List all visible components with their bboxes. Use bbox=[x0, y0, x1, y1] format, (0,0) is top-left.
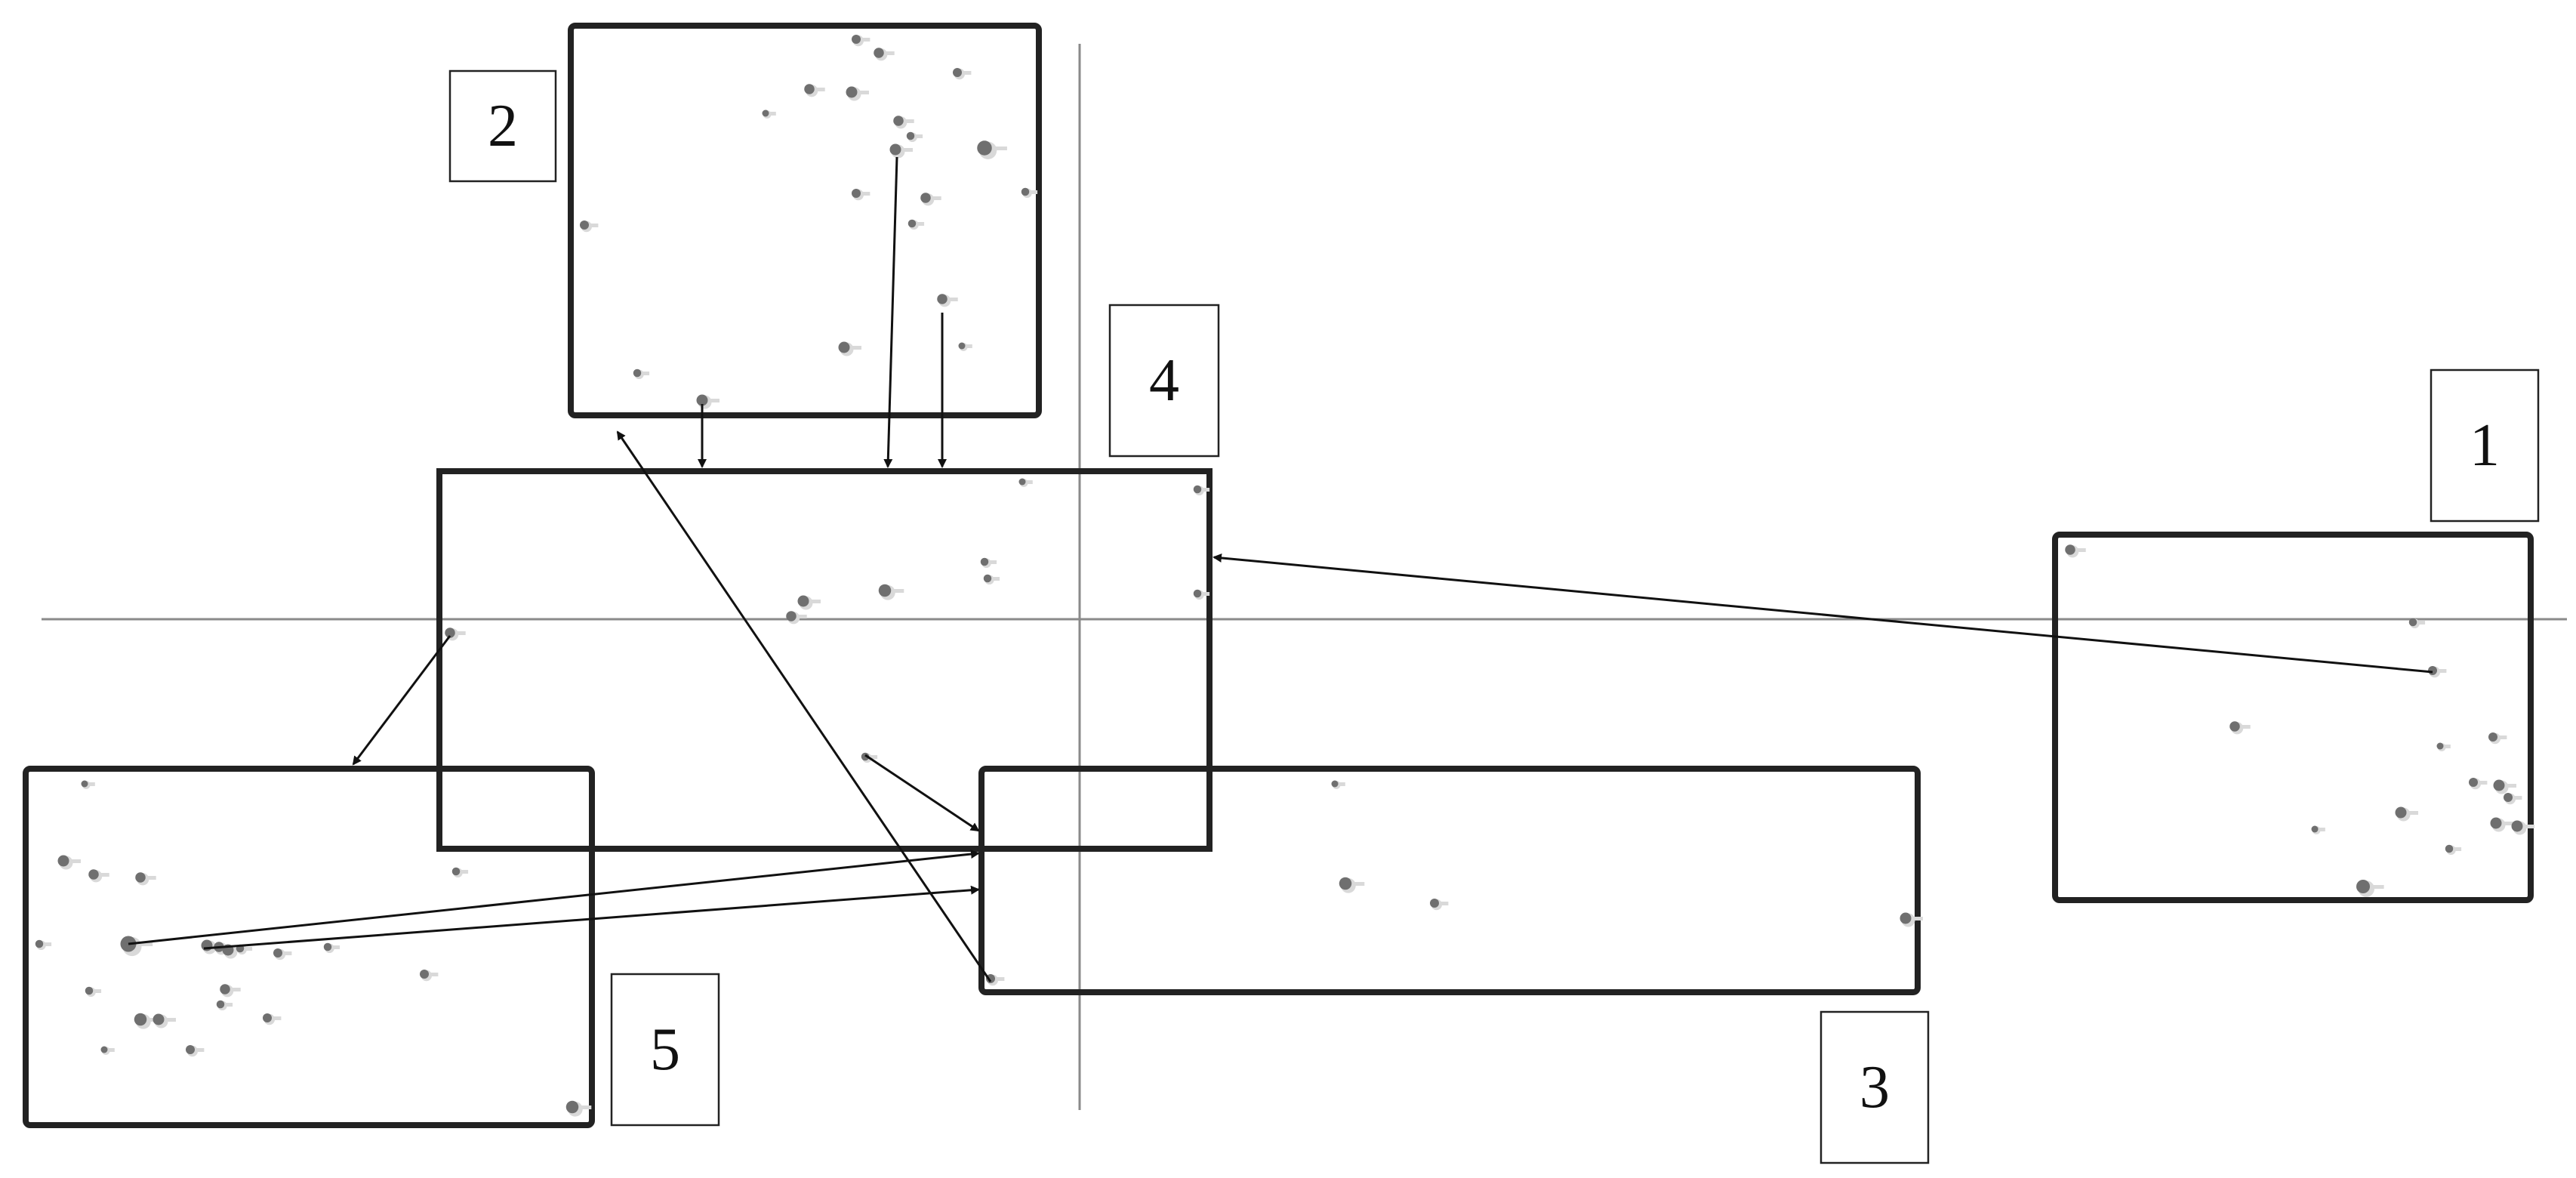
arrow-4-to-3 bbox=[864, 754, 980, 832]
data-point bbox=[797, 595, 821, 610]
cluster-label-5: 5 bbox=[610, 973, 720, 1127]
cluster-label-1-text: 1 bbox=[2470, 412, 2500, 479]
data-point bbox=[216, 1000, 233, 1011]
data-point bbox=[565, 1100, 592, 1117]
data-point bbox=[804, 84, 825, 97]
cluster-label-2: 2 bbox=[448, 69, 557, 183]
data-point bbox=[81, 780, 95, 789]
data-point bbox=[323, 942, 340, 954]
data-point bbox=[762, 109, 776, 119]
data-point bbox=[861, 752, 878, 763]
data-point bbox=[2469, 778, 2488, 790]
data-point bbox=[35, 939, 52, 951]
cluster-box-3 bbox=[978, 766, 1921, 995]
cluster-label-3: 3 bbox=[1820, 1010, 1930, 1164]
data-point bbox=[906, 131, 923, 143]
data-point bbox=[874, 48, 895, 61]
arrow-5-to-3-b bbox=[203, 885, 980, 950]
data-point bbox=[2445, 844, 2462, 856]
cluster-box-2 bbox=[568, 23, 1042, 418]
data-point bbox=[1193, 589, 1210, 600]
data-point bbox=[420, 970, 439, 982]
arrow-3-to-2 bbox=[616, 430, 992, 982]
data-point bbox=[852, 35, 870, 47]
arrow-2-to-4-b bbox=[883, 156, 898, 468]
data-point bbox=[1900, 912, 1923, 927]
data-point bbox=[451, 867, 469, 878]
data-point bbox=[2436, 742, 2451, 751]
cluster-label-4-text: 4 bbox=[1149, 347, 1179, 414]
data-point bbox=[878, 584, 904, 600]
arrow-5-to-3-a bbox=[128, 850, 980, 945]
data-point bbox=[2408, 618, 2426, 629]
data-point bbox=[2493, 779, 2516, 794]
data-points bbox=[35, 35, 2534, 1117]
data-point bbox=[633, 369, 650, 380]
data-point bbox=[120, 936, 153, 957]
cluster-label-5-text: 5 bbox=[650, 1016, 680, 1083]
data-point bbox=[696, 394, 719, 409]
data-point bbox=[100, 1046, 115, 1055]
data-point bbox=[135, 872, 156, 886]
data-point bbox=[186, 1045, 205, 1057]
cluster-boxes bbox=[23, 23, 2534, 1128]
data-point bbox=[953, 68, 972, 80]
data-point bbox=[2395, 806, 2418, 822]
data-point bbox=[88, 869, 109, 883]
arrow-1-to-4 bbox=[1213, 553, 2433, 674]
data-point bbox=[1331, 780, 1345, 789]
data-point bbox=[2356, 880, 2384, 897]
data-point bbox=[220, 984, 241, 998]
data-point bbox=[153, 1013, 176, 1028]
data-point bbox=[2504, 793, 2522, 805]
data-point bbox=[1021, 187, 1038, 199]
data-point bbox=[2311, 825, 2325, 834]
data-point bbox=[907, 219, 925, 230]
data-point bbox=[2488, 732, 2507, 745]
cluster-box-5 bbox=[23, 766, 595, 1128]
data-point bbox=[889, 143, 913, 159]
data-point bbox=[920, 193, 941, 206]
data-point bbox=[980, 557, 997, 569]
data-point bbox=[838, 341, 861, 356]
cluster-label-4: 4 bbox=[1108, 304, 1220, 458]
data-point bbox=[2065, 544, 2086, 558]
cluster-label-2-text: 2 bbox=[488, 93, 518, 159]
cluster-label-3-text: 3 bbox=[1860, 1054, 1890, 1121]
data-point bbox=[846, 86, 869, 101]
axes bbox=[42, 44, 2567, 1110]
migration-arrows bbox=[128, 156, 2433, 982]
data-point bbox=[2229, 721, 2251, 735]
data-point bbox=[983, 574, 1000, 585]
data-point bbox=[1339, 877, 1365, 893]
data-point bbox=[57, 855, 81, 870]
data-point bbox=[937, 294, 958, 307]
data-point bbox=[852, 189, 870, 201]
data-point bbox=[893, 116, 914, 129]
data-point bbox=[2511, 820, 2534, 835]
cluster-label-1: 1 bbox=[2430, 369, 2540, 523]
data-point bbox=[1430, 899, 1449, 911]
data-point bbox=[958, 342, 972, 351]
data-point bbox=[263, 1013, 282, 1025]
cluster-box-4 bbox=[436, 468, 1213, 852]
data-point bbox=[1193, 485, 1210, 496]
data-point bbox=[1018, 478, 1033, 487]
data-point bbox=[786, 611, 807, 624]
data-point bbox=[977, 140, 1007, 159]
cluster-labels: 2 4 1 5 3 bbox=[448, 69, 2540, 1164]
data-point bbox=[580, 220, 599, 233]
cluster-box-1 bbox=[2052, 532, 2534, 903]
data-point bbox=[85, 986, 102, 998]
arrow-4-to-5 bbox=[352, 635, 451, 766]
data-point bbox=[2490, 817, 2513, 832]
data-point bbox=[273, 948, 292, 961]
